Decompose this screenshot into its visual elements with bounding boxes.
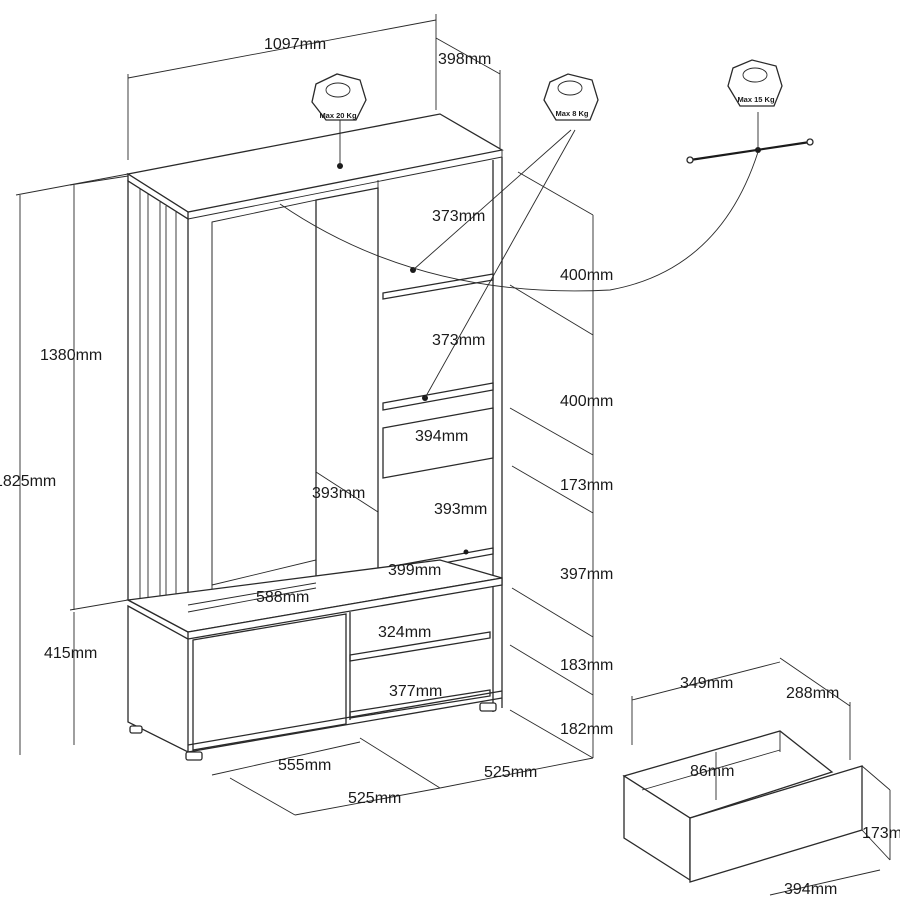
- dim-shelf-width-upper-1: 373mm: [432, 208, 485, 225]
- dim-total-width: 1097mm: [264, 36, 326, 53]
- dim-drawer-inner-height: 86mm: [690, 763, 734, 780]
- load-label-rail: Max 15 Kg: [737, 95, 775, 104]
- dim-hanging-width: 588mm: [256, 589, 309, 606]
- load-label-top: Max 20 Kg: [319, 111, 357, 120]
- dim-section-height-2: 400mm: [560, 393, 613, 410]
- rail-end: [806, 138, 814, 146]
- foot: [479, 702, 497, 712]
- shelf-upper: [382, 273, 494, 300]
- dim-shelf-width-lower: 399mm: [388, 562, 441, 579]
- dim-drawer-inner-width: 349mm: [680, 675, 733, 692]
- drawer-detail: [622, 657, 891, 896]
- weight-icon-shelf: Max 8 Kg: [412, 73, 599, 399]
- weight-icon-rail: Max 15 Kg: [727, 59, 783, 107]
- dim-base-shelf-1: 324mm: [378, 624, 431, 641]
- left-side-panel: [127, 179, 189, 634]
- dim-upper-height: 1380mm: [40, 347, 102, 364]
- dim-base-height: 415mm: [44, 645, 97, 662]
- dim-drawer-depth: 288mm: [786, 685, 839, 702]
- dimension-lines: [15, 14, 594, 816]
- foot: [129, 725, 143, 734]
- load-label-shelf: Max 8 Kg: [556, 109, 589, 118]
- rail-arc-arrow: [279, 151, 759, 292]
- dim-shelf-width-upper-2: 373mm: [432, 332, 485, 349]
- dim-hanging-height: 393mm: [312, 485, 365, 502]
- wardrobe-body: [125, 113, 504, 761]
- drawer-front: [382, 407, 494, 479]
- dim-base-section-height-2: 182mm: [560, 721, 613, 738]
- top-board-front-edge: [187, 156, 503, 220]
- dim-total-depth: 398mm: [438, 51, 491, 68]
- weight-icon-top: Max 20 Kg: [311, 73, 367, 166]
- rail: [689, 140, 811, 162]
- base-door: [192, 613, 347, 751]
- dim-base-width-front: 525mm: [348, 790, 401, 807]
- top-board: [126, 113, 504, 213]
- dim-section-height-3: 397mm: [560, 566, 613, 583]
- center-divider: [315, 187, 379, 587]
- hanging-floor: [187, 582, 317, 606]
- dim-base-depth-right: 525mm: [484, 764, 537, 781]
- dim-section-height-1: 400mm: [560, 267, 613, 284]
- base-top-edge: [187, 577, 503, 640]
- drawer-inner-line: [641, 749, 781, 791]
- hanging-rail-detail: [279, 112, 814, 292]
- dim-total-height: 1825mm: [0, 473, 56, 490]
- dim-base-shelf-2: 377mm: [389, 683, 442, 700]
- foot: [185, 751, 203, 761]
- base-bottom-front: [187, 697, 503, 753]
- dim-drawer-front-width: 394mm: [784, 881, 837, 898]
- dim-drawer-section-height: 173mm: [560, 477, 613, 494]
- dim-base-section-height-1: 183mm: [560, 657, 613, 674]
- hanging-compartment: [211, 199, 317, 586]
- rail-end: [686, 156, 694, 164]
- dimension-labels: 1097mm 398mm 1380mm 1825mm 415mm 373mm 3…: [0, 36, 900, 898]
- dim-shelf-gap-height: 393mm: [434, 501, 487, 518]
- dim-door-width: 555mm: [278, 757, 331, 774]
- dim-drawer-front-width: 394mm: [415, 428, 468, 445]
- shelf-middle: [382, 382, 494, 411]
- pin-mark: [463, 549, 469, 555]
- dim-drawer-front-height: 173mm: [862, 825, 900, 842]
- plinth-line: [187, 690, 503, 746]
